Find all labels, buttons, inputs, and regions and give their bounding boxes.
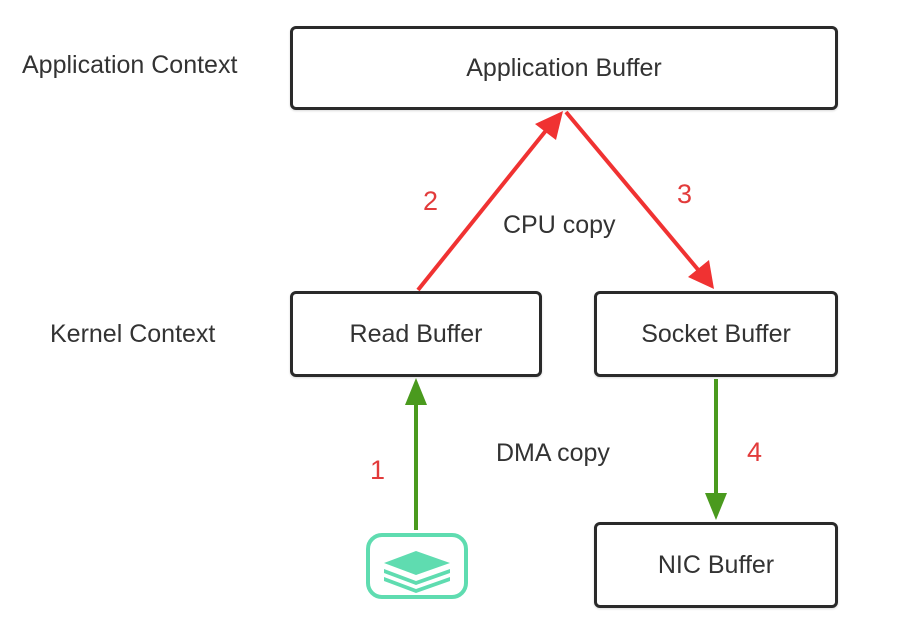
socket-buffer-box: Socket Buffer bbox=[594, 291, 838, 377]
disk-stack-icon bbox=[366, 533, 468, 599]
cpu-copy-arrow-app-to-socket bbox=[564, 110, 714, 289]
step-number-3: 3 bbox=[677, 179, 693, 209]
cpu-copy-label: CPU copy bbox=[503, 211, 616, 239]
step-number-2: 2 bbox=[423, 186, 439, 216]
application-buffer-label: Application Buffer bbox=[466, 53, 662, 82]
nic-buffer-label: NIC Buffer bbox=[657, 550, 775, 579]
dma-copy-arrow-socket-to-nic bbox=[705, 379, 727, 520]
cpu-copy-arrow-read-to-app bbox=[416, 111, 563, 292]
nic-buffer-box: NIC Buffer bbox=[594, 522, 838, 608]
application-context-label: Application Context bbox=[22, 51, 238, 79]
dma-copy-label: DMA copy bbox=[496, 439, 610, 467]
dma-copy-arrow-disk-to-read bbox=[405, 378, 427, 530]
step-number-4: 4 bbox=[747, 437, 763, 467]
step-number-1: 1 bbox=[370, 455, 386, 485]
read-buffer-box: Read Buffer bbox=[290, 291, 542, 377]
kernel-context-label: Kernel Context bbox=[50, 320, 216, 348]
socket-buffer-label: Socket Buffer bbox=[641, 319, 791, 348]
read-buffer-label: Read Buffer bbox=[349, 319, 483, 348]
application-buffer-box: Application Buffer bbox=[290, 26, 838, 110]
